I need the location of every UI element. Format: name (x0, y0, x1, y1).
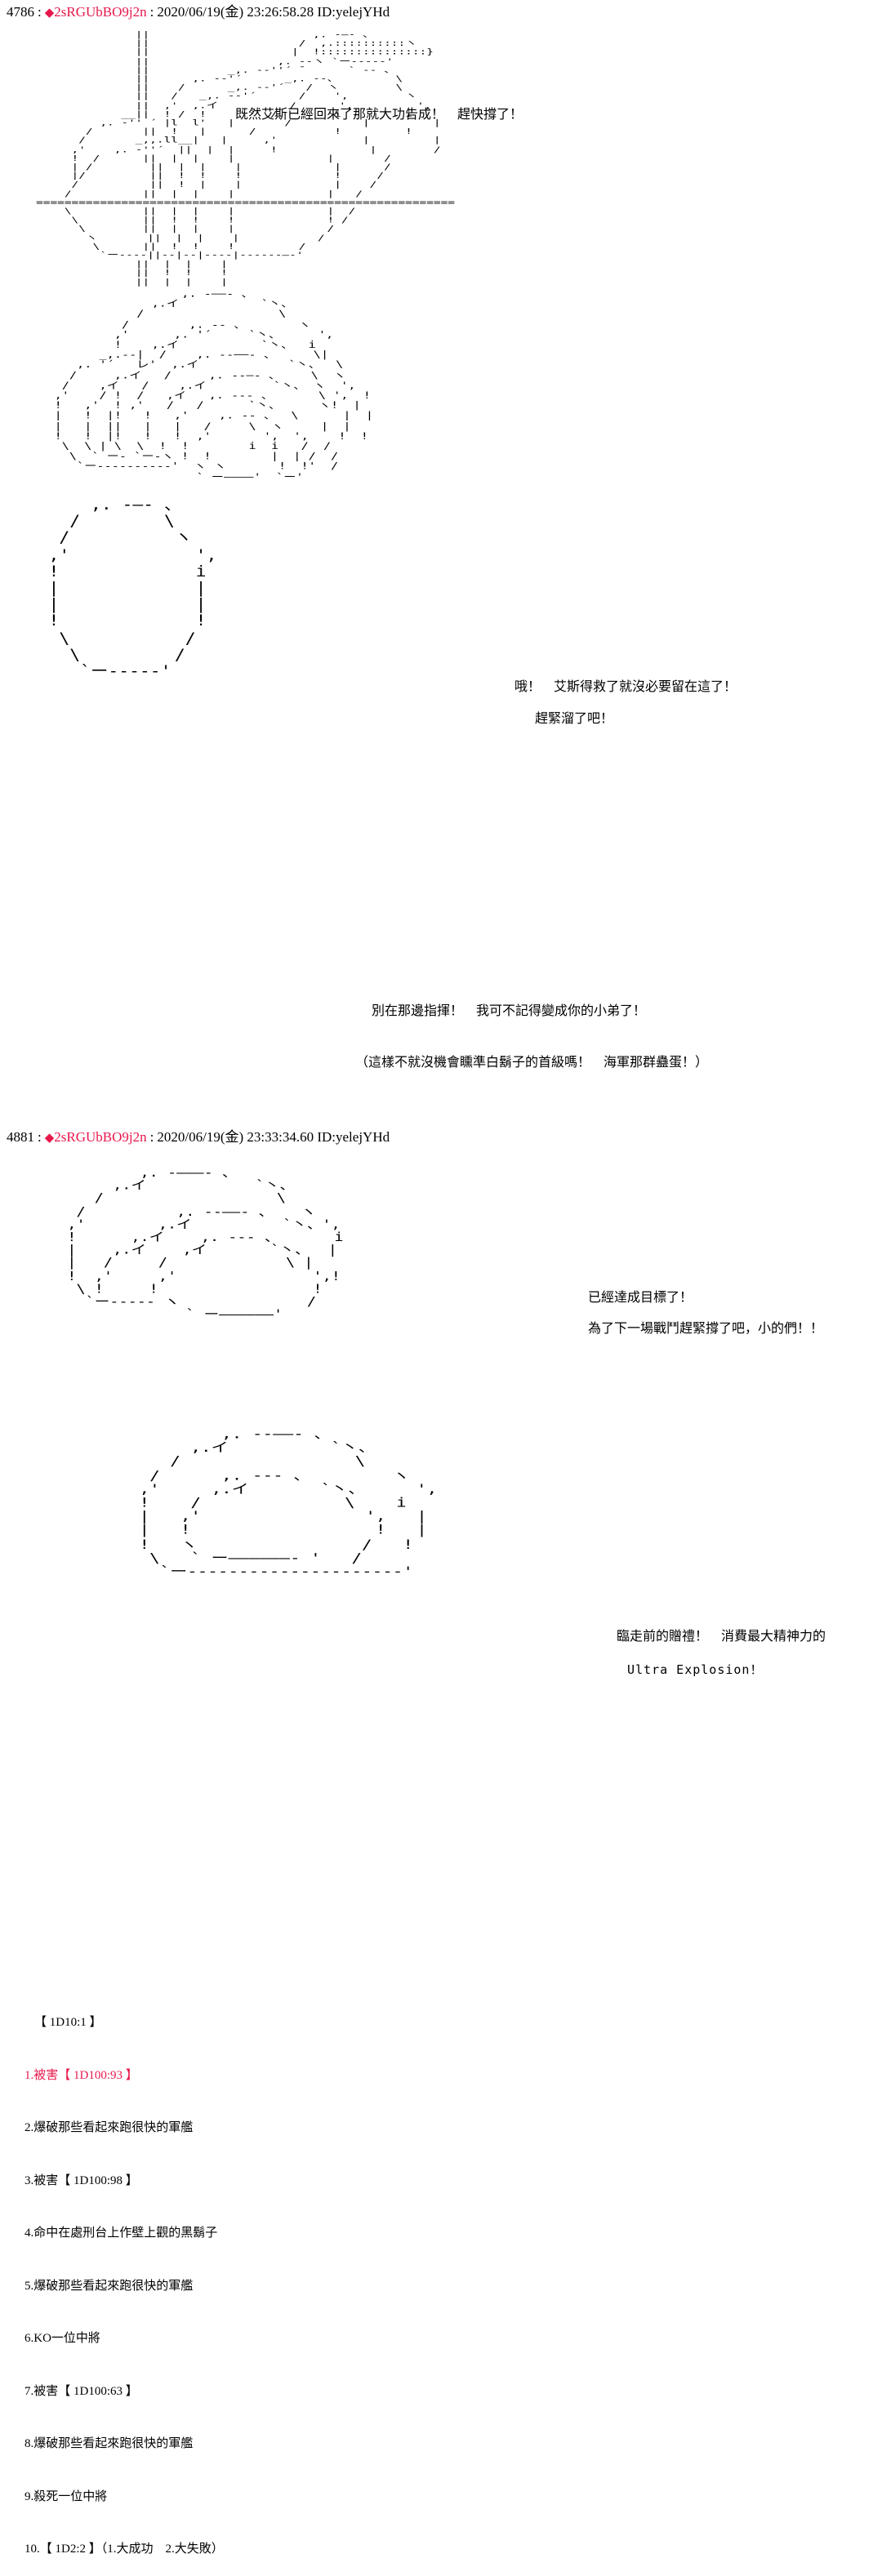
dialogue-line-8: 臨走前的贈禮！ 消費最大精神力的 (617, 1630, 826, 1644)
dialogue-line-6: 已經達成目標了！ (588, 1291, 693, 1305)
dice-item-index: 4. (24, 2227, 34, 2240)
header-separator-1: : (38, 4, 42, 20)
dice-item-text: 被害【 1D100:63 】 (33, 2384, 138, 2398)
dice-item-index: 7. (24, 2384, 34, 2398)
ascii-art-scene-3: ,. -―- 、 / \ / ヽ ,' ', ! i | | | | ! ! \… (48, 496, 217, 681)
dice-item-text: 殺死一位中將 (33, 2489, 108, 2503)
ascii-art-scene-1: || ,. -―- 、 || / ,.::::::::::ヽ || | !:::… (36, 29, 456, 287)
dice-list-item: 8.爆破那些看起來跑很快的軍艦 (24, 2436, 224, 2454)
post-number[interactable]: 4786 (7, 4, 34, 20)
dice-list-item: 1.被害【 1D100:93 】 (24, 2067, 224, 2085)
dice-item-index: 6. (24, 2332, 34, 2345)
dice-item-text: 爆破那些看起來跑很快的軍艦 (33, 2437, 194, 2450)
post-tripcode[interactable]: 2sRGUbBO9j2n (54, 1129, 147, 1145)
dice-item-text: 被害【 1D100:93 】 (33, 2068, 138, 2082)
dice-item-index: 3. (24, 2173, 34, 2187)
ascii-art-scene-4: ,. -―――- 、 ,.イ `丶、 / \ / ,. -‐――- 、 ヽ ,'… (67, 1165, 344, 1322)
dice-item-text: 被害【 1D100:98 】 (33, 2173, 138, 2187)
dice-item-index: 9. (24, 2489, 34, 2503)
dialogue-line-2: 哦！ 艾斯得救了就沒必要留在這了！ (514, 680, 737, 694)
dice-item-text: 爆破那些看起來跑很快的軍艦 (33, 2279, 194, 2293)
post-2: 4881:◆2sRGUbBO9j2n:2020/06/19(金) 23:33:3… (0, 1127, 882, 1960)
header-separator-2: : (149, 4, 154, 20)
dice-item-text: 爆破那些看起來跑很快的軍艦 (33, 2121, 194, 2134)
ascii-art-scene-2: ,. -――- 、 ,.イ `丶、 / \ / ,. -‐ 、 ヽ ,' ,. … (54, 288, 374, 483)
tripcode-diamond-icon: ◆ (44, 7, 55, 20)
post-datetime-id: 2020/06/19(金) 23:33:34.60 ID:yelejYHd (157, 1129, 390, 1145)
dice-item-index: 8. (24, 2437, 34, 2450)
dice-item-index: 2. (24, 2121, 34, 2134)
dice-list-item: 7.被害【 1D100:63 】 (24, 2383, 224, 2401)
ascii-art-scene-5: ,. -‐――- 、 ,.イ `丶、 / \ / ,. -‐- 、 ヽ ,' ,… (139, 1426, 438, 1580)
dice-item-index: 5. (24, 2279, 34, 2293)
header-separator-2: : (149, 1129, 154, 1145)
post-datetime-id: 2020/06/19(金) 23:26:58.28 ID:yelejYHd (157, 4, 390, 20)
dialogue-line-1: 既然艾斯已經回來了那就大功告成！ 趕快撐了！ (235, 108, 523, 122)
dialogue-line-5: （這樣不就沒機會矄準白鬍子的首級嗎！ 海軍那群蠱蛋！） (355, 1056, 709, 1070)
dice-list-item: 9.殺死一位中將 (24, 2489, 224, 2507)
dice-item-text: KO一位中將 (33, 2332, 100, 2345)
dialogue-line-3: 趕緊溜了吧！ (535, 712, 614, 726)
post-header-2: 4881:◆2sRGUbBO9j2n:2020/06/19(金) 23:33:3… (0, 1127, 390, 1149)
dice-item-text: 【 1D2:2 】（1.大成功 2.大失敗） (39, 2543, 224, 2556)
tripcode-diamond-icon: ◆ (44, 1132, 55, 1145)
dice-list-item: 5.爆破那些看起來跑很快的軍艦 (24, 2278, 224, 2296)
dice-item-index: 10. (24, 2543, 40, 2556)
dialogue-line-9: Ultra Explosion！ (627, 1662, 764, 1677)
dice-list-item: 3.被害【 1D100:98 】 (24, 2173, 224, 2191)
post-number[interactable]: 4881 (7, 1129, 34, 1145)
dialogue-line-4: 別在那邊指揮！ 我可不記得變成你的小弟了！ (372, 1004, 647, 1018)
dice-list-item: 10.【 1D2:2 】（1.大成功 2.大失敗） (24, 2541, 224, 2559)
dice-list-item: 2.爆破那些看起來跑很快的軍艦 (24, 2120, 224, 2138)
dice-list-item: 4.命中在處刑台上作壁上觀的黑鬍子 (24, 2225, 224, 2243)
dice-item-index: 1. (24, 2068, 34, 2082)
post-header-1: 4786:◆2sRGUbBO9j2n:2020/06/19(金) 23:26:5… (0, 2, 390, 24)
dice-result-list: 【 1D10:1 】 1.被害【 1D100:93 】 2.爆破那些看起來跑很快… (24, 1979, 224, 2576)
header-separator-1: : (38, 1129, 42, 1145)
post-tripcode[interactable]: 2sRGUbBO9j2n (54, 4, 147, 20)
dice-list-item: 6.KO一位中將 (24, 2330, 224, 2348)
post-1: 4786:◆2sRGUbBO9j2n:2020/06/19(金) 23:26:5… (0, 0, 882, 1127)
dice-item-text: 命中在處刑台上作壁上觀的黑鬍子 (33, 2227, 218, 2240)
dice-roll-title: 【 1D10:1 】 (34, 2016, 102, 2029)
dialogue-line-7: 為了下一場戰鬥趕緊撐了吧，小的們！！ (588, 1322, 824, 1336)
